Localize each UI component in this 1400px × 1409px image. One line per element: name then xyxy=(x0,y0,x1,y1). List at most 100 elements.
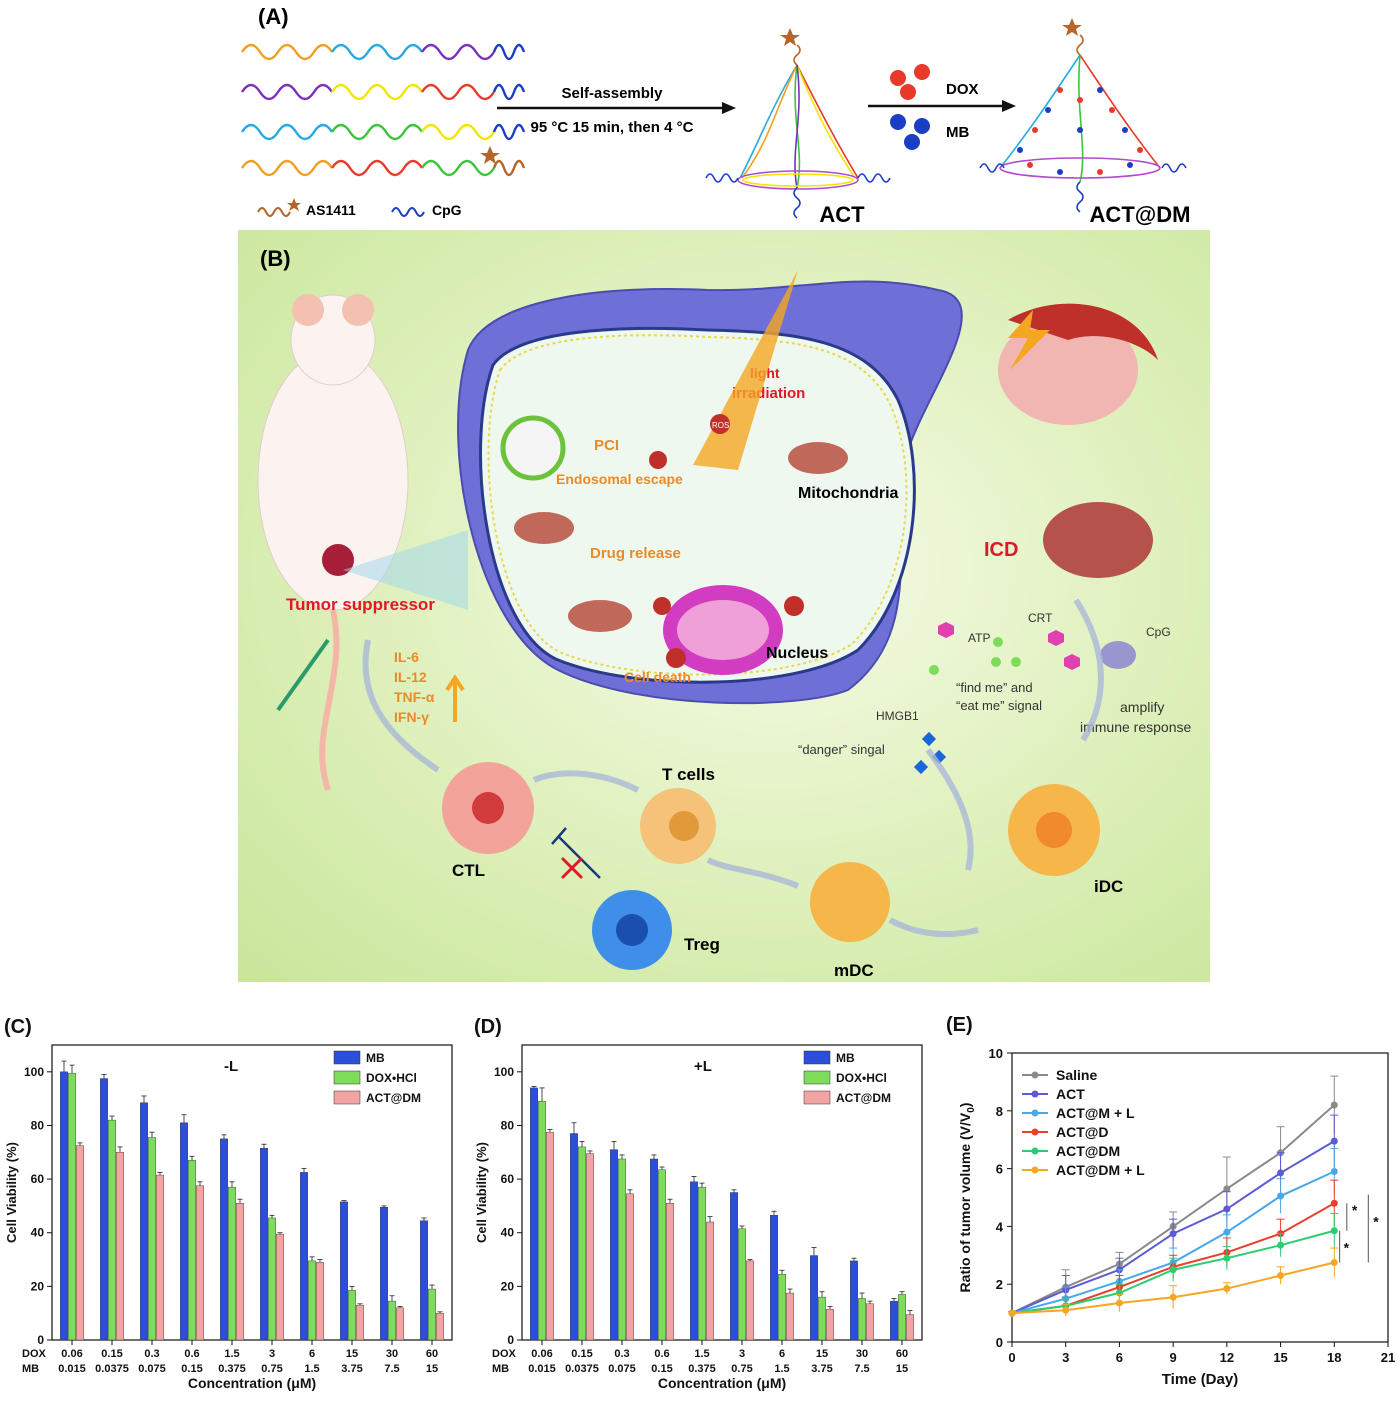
cytoplasm xyxy=(479,326,916,684)
arrow-right-icon xyxy=(1002,100,1016,112)
bar xyxy=(850,1260,858,1341)
data-point xyxy=(1330,1167,1338,1175)
crt-hexagons-icon xyxy=(938,622,1080,670)
ctl-text: CTL xyxy=(452,861,485,880)
data-point xyxy=(1330,1259,1338,1267)
dox-tick-label: 1.5 xyxy=(694,1348,709,1360)
sig-star: * xyxy=(1373,1213,1379,1229)
bar xyxy=(380,1207,388,1341)
data-point xyxy=(1223,1205,1231,1213)
mb-tick-label: 15 xyxy=(426,1363,438,1375)
atp-text: ATP xyxy=(968,631,990,645)
bar xyxy=(666,1203,674,1341)
bar xyxy=(890,1300,898,1341)
legend-marker xyxy=(1031,1090,1039,1098)
hmgb1-text: HMGB1 xyxy=(876,709,919,723)
data-point xyxy=(1169,1230,1177,1238)
mb-row-label: MB xyxy=(492,1363,509,1375)
mdc-cell-icon xyxy=(810,862,890,942)
mb-tick-label: 15 xyxy=(896,1363,908,1375)
panel-label: (D) xyxy=(474,1016,502,1038)
icd-text: ICD xyxy=(984,539,1018,561)
mb-tick-label: 0.15 xyxy=(181,1363,202,1375)
mb-tick-label: 0.075 xyxy=(608,1363,636,1375)
cytokine-il12: IL-12 xyxy=(394,669,427,685)
legend-label: ACT@M + L xyxy=(1056,1105,1135,1121)
loaded-drug-dots xyxy=(1017,87,1143,175)
dox-tick-label: 0.3 xyxy=(144,1348,159,1360)
bar xyxy=(428,1288,436,1341)
act-label: ACT xyxy=(819,202,865,227)
y-tick-label: 0 xyxy=(37,1333,44,1347)
legend-marker xyxy=(1031,1147,1039,1155)
mitochondria-text: Mitochondria xyxy=(798,485,899,502)
arrow-right-icon xyxy=(722,102,736,114)
bar xyxy=(300,1172,308,1341)
dox-tick-label: 15 xyxy=(816,1348,828,1360)
bar xyxy=(140,1102,148,1341)
x-axis-label: Time (Day) xyxy=(1162,1371,1238,1388)
panel-b-illustration: (B) light irradiation PCI Endoso xyxy=(257,246,1191,980)
condition-annotation: -L xyxy=(224,1058,238,1075)
y-tick-label: 60 xyxy=(501,1172,515,1186)
bar xyxy=(698,1186,706,1341)
bar xyxy=(420,1220,428,1341)
dox-tick-label: 0.6 xyxy=(654,1348,669,1360)
dox-tick-label: 0.3 xyxy=(614,1348,629,1360)
bar xyxy=(858,1298,866,1341)
ros-label: ROS xyxy=(712,421,729,430)
bar xyxy=(156,1174,164,1341)
legend-marker xyxy=(1031,1109,1039,1117)
y-tick-label: 0 xyxy=(996,1335,1003,1350)
bar xyxy=(340,1201,348,1341)
actdm-label: ACT@DM xyxy=(1090,202,1191,227)
bar xyxy=(618,1158,626,1341)
dox-tick-label: 60 xyxy=(426,1348,438,1360)
cytokine-ifng: IFN-γ xyxy=(394,709,429,725)
bar xyxy=(690,1181,698,1341)
tcells-text: T cells xyxy=(662,765,715,784)
findme-text-2: “eat me” signal xyxy=(956,698,1042,713)
legend-label: ACT@DM xyxy=(366,1091,421,1105)
y-tick-label: 60 xyxy=(31,1172,45,1186)
mb-tick-label: 0.075 xyxy=(138,1363,166,1375)
dox-tick-label: 0.15 xyxy=(101,1348,122,1360)
y-axis-label-sub: 0 xyxy=(966,1107,977,1113)
dox-tick-label: 15 xyxy=(346,1348,358,1360)
tumor-tissue-icon xyxy=(998,303,1158,578)
data-point xyxy=(1277,1272,1285,1280)
bar xyxy=(658,1169,666,1341)
y-tick-label: 100 xyxy=(24,1065,44,1079)
bar xyxy=(770,1215,778,1341)
cell-death-text: Cell death xyxy=(624,669,691,685)
star-icon xyxy=(480,146,500,164)
data-point xyxy=(1062,1306,1070,1314)
legend-swatch xyxy=(803,1050,831,1065)
bar xyxy=(356,1304,364,1341)
sig-star: * xyxy=(1352,1202,1358,1218)
y-tick-label: 100 xyxy=(494,1065,514,1079)
endosomal-text: Endosomal escape xyxy=(556,471,683,487)
dox-molecule-icon xyxy=(890,70,906,86)
panel-label: (E) xyxy=(946,1014,973,1036)
bar xyxy=(60,1071,68,1341)
bar xyxy=(116,1152,124,1341)
actdm-tetrahedron-icon xyxy=(979,34,1187,213)
nucleus-text: Nucleus xyxy=(766,645,828,662)
bar xyxy=(100,1078,108,1341)
legend-swatch xyxy=(803,1070,831,1085)
arrow1-bottom-text: 95 °C 15 min, then 4 °C xyxy=(531,119,694,136)
data-point xyxy=(1169,1266,1177,1274)
plot-frame xyxy=(51,1044,453,1341)
bar xyxy=(866,1303,874,1341)
act-tetrahedron-icon xyxy=(705,44,891,219)
bar xyxy=(220,1138,228,1341)
cpg-cluster-icon xyxy=(1100,641,1136,669)
panel-b-label: (B) xyxy=(260,246,291,271)
legend-label: DOX•HCl xyxy=(836,1071,887,1085)
bar xyxy=(228,1186,236,1341)
